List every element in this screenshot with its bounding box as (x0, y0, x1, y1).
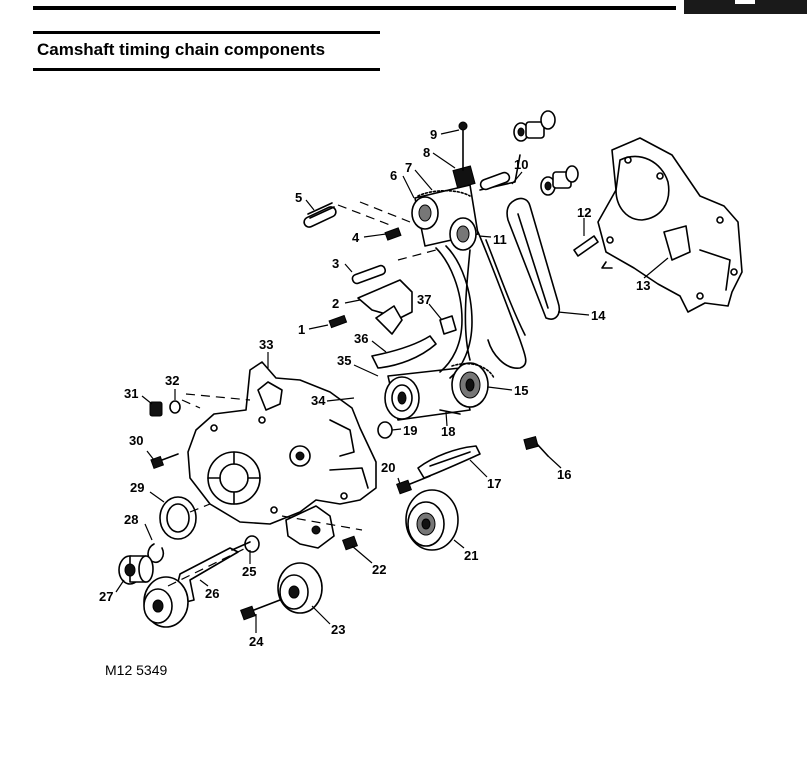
plug-and-washer (149, 399, 201, 417)
callout-17: 17 (487, 476, 501, 491)
camshaft-seals (479, 110, 579, 196)
callout-26: 26 (205, 586, 219, 601)
tensioner-pulley (143, 576, 189, 628)
callout-5: 5 (295, 190, 302, 205)
callout-35: 35 (337, 353, 351, 368)
timing-cover (187, 361, 377, 525)
callout-11: 11 (493, 232, 507, 247)
callout-3: 3 (332, 256, 339, 271)
page-tab (684, 0, 807, 14)
lower-chain-guide (417, 445, 481, 479)
crank-hub (118, 555, 154, 585)
bolt-24 (240, 599, 281, 621)
callout-20: 20 (381, 460, 395, 475)
callout-23: 23 (331, 622, 345, 637)
callout-10: 10 (514, 157, 528, 172)
bolt-30 (150, 453, 179, 470)
callout-27: 27 (99, 589, 113, 604)
callout-1: 1 (298, 322, 305, 337)
figure-reference: M12 5349 (105, 662, 168, 678)
dowel-pin (573, 218, 599, 257)
callout-16: 16 (557, 467, 571, 482)
callout-19: 19 (403, 423, 417, 438)
title-rule-bottom (33, 68, 380, 71)
callout-28: 28 (124, 512, 138, 527)
callout-25: 25 (242, 564, 256, 579)
header-rule (33, 6, 676, 10)
callout-4: 4 (352, 230, 360, 245)
tensioner-bracket (244, 505, 363, 553)
callout-36: 36 (354, 331, 368, 346)
page-title: Camshaft timing chain components (37, 40, 326, 59)
callout-12: 12 (577, 205, 591, 220)
callout-31: 31 (124, 386, 138, 401)
callout-13: 13 (636, 278, 650, 293)
callout-24: 24 (249, 634, 264, 649)
timing-chain (464, 231, 527, 369)
fixed-chain-guide (435, 245, 473, 379)
front-cover-gasket (597, 137, 743, 313)
callout-22: 22 (372, 562, 386, 577)
leader-lines (115, 129, 669, 633)
assembly-lines (167, 201, 437, 587)
oil-seal (159, 496, 197, 540)
idler-pulley (405, 489, 459, 551)
callout-labels: 1 2 3 4 5 6 7 8 9 10 11 12 13 14 15 16 1… (99, 127, 650, 649)
callout-30: 30 (129, 433, 143, 448)
bolt-16 (523, 436, 549, 457)
upper-chain-guide (371, 335, 437, 369)
title-rule-top (33, 31, 380, 34)
camshaft-sprockets (411, 121, 479, 251)
idler-pulley-23 (277, 562, 323, 614)
callout-9: 9 (430, 127, 437, 142)
callout-14: 14 (591, 308, 606, 323)
callout-21: 21 (464, 548, 478, 563)
circlip (147, 543, 165, 564)
callout-2: 2 (332, 296, 339, 311)
callout-8: 8 (423, 145, 430, 160)
tensioner-parts (303, 202, 457, 335)
callout-29: 29 (130, 480, 144, 495)
callout-37: 37 (417, 292, 431, 307)
callout-33: 33 (259, 337, 273, 352)
callout-32: 32 (165, 373, 179, 388)
callout-18: 18 (441, 424, 455, 439)
callout-7: 7 (405, 160, 412, 175)
callout-34: 34 (311, 393, 326, 408)
tensioner-arm (506, 197, 561, 320)
callout-6: 6 (390, 168, 397, 183)
callout-15: 15 (514, 383, 528, 398)
crankshaft-sprockets (377, 362, 495, 439)
